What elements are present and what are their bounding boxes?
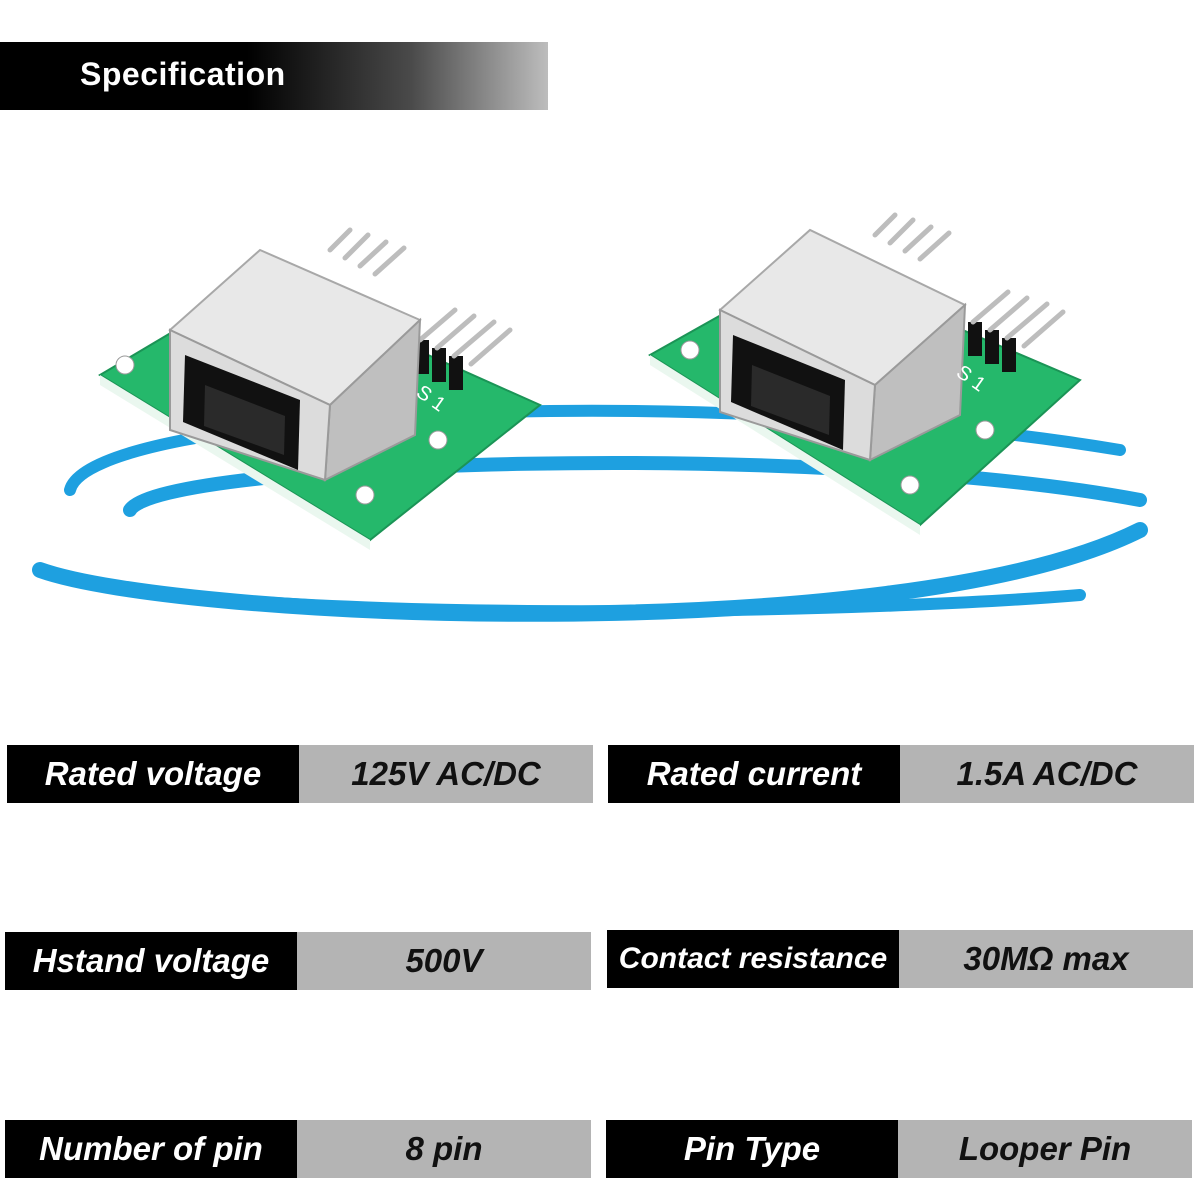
spec-value: 500V	[297, 932, 591, 990]
spec-value: 8 pin	[297, 1120, 591, 1178]
spec-label: Rated current	[608, 745, 900, 803]
page-title: Specification	[80, 56, 286, 92]
spec-rated-current: Rated current 1.5A AC/DC	[608, 745, 1194, 803]
spec-rated-voltage: Rated voltage 125V AC/DC	[7, 745, 593, 803]
spec-number-of-pin: Number of pin 8 pin	[5, 1120, 591, 1178]
spec-contact-resistance: Contact resistance 30MΩ max	[607, 930, 1193, 988]
spec-label: Number of pin	[5, 1120, 297, 1178]
spec-value: 1.5A AC/DC	[900, 745, 1194, 803]
spec-label: Contact resistance	[607, 930, 899, 988]
spec-label: Rated voltage	[7, 745, 299, 803]
spec-label: Hstand voltage	[5, 932, 297, 990]
spec-value: 30MΩ max	[899, 930, 1193, 988]
pins-left	[327, 227, 513, 367]
rj45-module-left: S 1	[98, 227, 542, 550]
spec-banner: Specification	[0, 42, 548, 110]
spec-pin-type: Pin Type Looper Pin	[606, 1120, 1192, 1178]
pin-header-left	[415, 340, 463, 390]
spec-label: Pin Type	[606, 1120, 898, 1178]
pins-right	[872, 212, 1066, 349]
pin-header-right	[968, 322, 1016, 372]
product-image: S 1 S 1	[32, 212, 1148, 622]
spec-value: Looper Pin	[898, 1120, 1192, 1178]
spec-value: 125V AC/DC	[299, 745, 593, 803]
rj45-module-right: S 1	[648, 212, 1082, 535]
spec-hstand-voltage: Hstand voltage 500V	[5, 932, 591, 990]
